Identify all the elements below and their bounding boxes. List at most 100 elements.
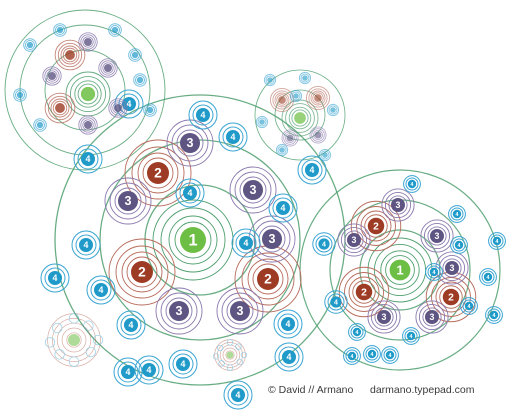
tier-4-node: 4 (40, 263, 70, 293)
tier-3-label: 3 (430, 312, 435, 322)
tier-4-node (108, 23, 122, 37)
tier-3-label: 3 (396, 200, 401, 210)
tier-2-node (54, 39, 86, 71)
tier-4-node: 4 (448, 205, 466, 223)
tier-4-node (133, 73, 147, 87)
tier-2-node: 2 (234, 245, 302, 313)
tier-2-label: 2 (264, 272, 272, 287)
tier-4-label: 4 (244, 238, 249, 248)
tier-4-label: 4 (468, 304, 471, 310)
tier-4-node: 4 (297, 155, 327, 185)
mini-cluster (44, 313, 104, 367)
tier-4-label: 4 (231, 132, 236, 142)
tier-2-node: 2 (350, 200, 402, 252)
tier-4-node: 4 (188, 100, 218, 130)
tier-4-node: 4 (175, 178, 205, 208)
tier-3-node: 3 (381, 188, 415, 222)
tier-1-node: 1 (367, 237, 433, 303)
tier-1-label: 1 (396, 262, 403, 277)
tier-4-label: 4 (127, 99, 132, 109)
tier-4-node: 4 (273, 309, 303, 339)
tier-4-label: 4 (86, 154, 91, 164)
tier-4-node: 4 (268, 193, 298, 223)
tier-4-label: 4 (356, 330, 359, 336)
tier-3-label: 3 (382, 312, 387, 322)
tier-4-node (255, 115, 269, 129)
tier-4-node: 4 (114, 89, 144, 119)
tier-4-label: 4 (236, 390, 241, 400)
tier-4-node (289, 89, 303, 103)
tier-2-node: 2 (425, 271, 477, 323)
tier-4-node (263, 73, 277, 87)
tier-3-label: 3 (125, 194, 132, 208)
tier-3-label: 3 (352, 235, 357, 245)
tier-4-node: 4 (402, 327, 420, 345)
tier-3-label: 3 (450, 263, 455, 273)
tier-4-label: 4 (147, 365, 152, 375)
tier-3-label: 3 (187, 136, 194, 150)
tier-2-label: 2 (138, 265, 146, 280)
tier-4-label: 4 (322, 241, 326, 248)
tier-3-label: 3 (250, 183, 257, 197)
tier-4-label: 4 (188, 188, 193, 198)
tier-4-node: 4 (348, 323, 366, 341)
tier-4-node (275, 143, 289, 157)
tier-4-node: 4 (274, 342, 304, 372)
tier-4-node (326, 103, 340, 117)
tier-3-node (309, 126, 327, 144)
tier-4-node: 4 (488, 232, 506, 250)
tier-3-node: 3 (420, 219, 454, 253)
tier-3-node: 3 (216, 287, 264, 335)
tier-1-node: 1 (152, 199, 234, 281)
tier-3-node: 3 (415, 300, 449, 334)
tier-4-node: 4 (73, 144, 103, 174)
tier-2-node (306, 85, 331, 110)
tier-4-node: 4 (312, 232, 336, 256)
tier-4-node: 4 (116, 310, 146, 340)
tier-4-node: 4 (134, 355, 164, 385)
tier-4-node: 4 (479, 268, 497, 286)
tier-4-node (298, 71, 312, 85)
website-link[interactable]: darmano.typepad.com (370, 384, 475, 396)
tier-4-label: 4 (410, 334, 413, 340)
tier-4-node (33, 118, 47, 132)
tier-4-node (318, 148, 332, 162)
tier-3-node: 3 (337, 223, 371, 257)
network-rings-top-right-cluster (254, 69, 346, 161)
tier-4-label: 4 (287, 352, 292, 362)
tier-4-label: 4 (53, 273, 58, 283)
tier-4-node: 4 (218, 122, 248, 152)
tier-4-label: 4 (129, 320, 134, 330)
tier-4-label: 4 (286, 319, 291, 329)
tier-4-node: 4 (485, 306, 503, 324)
tier-4-label: 4 (84, 240, 89, 250)
tier-4-node (128, 48, 142, 62)
tier-4-label: 4 (201, 110, 206, 120)
tier-4-label: 4 (496, 239, 499, 245)
credits: © David // Armano darmano.typepad.com (268, 384, 513, 400)
tier-4-node: 4 (71, 230, 101, 260)
tier-2-label: 2 (373, 221, 379, 232)
tier-2-node (44, 92, 76, 124)
tier-4-label: 4 (456, 212, 459, 218)
tier-4-node: 4 (324, 290, 348, 314)
tier-1-label: 1 (188, 231, 197, 249)
tier-3-node (98, 58, 118, 78)
tier-3-label: 3 (176, 304, 183, 318)
tier-4-label: 4 (99, 285, 104, 295)
tier-3-node: 3 (435, 251, 469, 285)
tier-3-node: 3 (248, 215, 296, 263)
tier-3-node (42, 66, 62, 86)
tier-3-label: 3 (237, 304, 244, 318)
tier-2-label: 2 (361, 287, 367, 298)
tier-2-label: 2 (448, 292, 454, 303)
tier-4-node: 4 (403, 175, 421, 193)
tier-3-node: 3 (166, 119, 214, 167)
tier-3-node: 3 (104, 177, 152, 225)
tier-4-node (23, 38, 37, 52)
tier-2-label: 2 (154, 166, 162, 181)
tier-4-label: 4 (181, 359, 186, 369)
tier-4-node: 4 (223, 380, 253, 410)
tier-4-node (143, 103, 157, 117)
